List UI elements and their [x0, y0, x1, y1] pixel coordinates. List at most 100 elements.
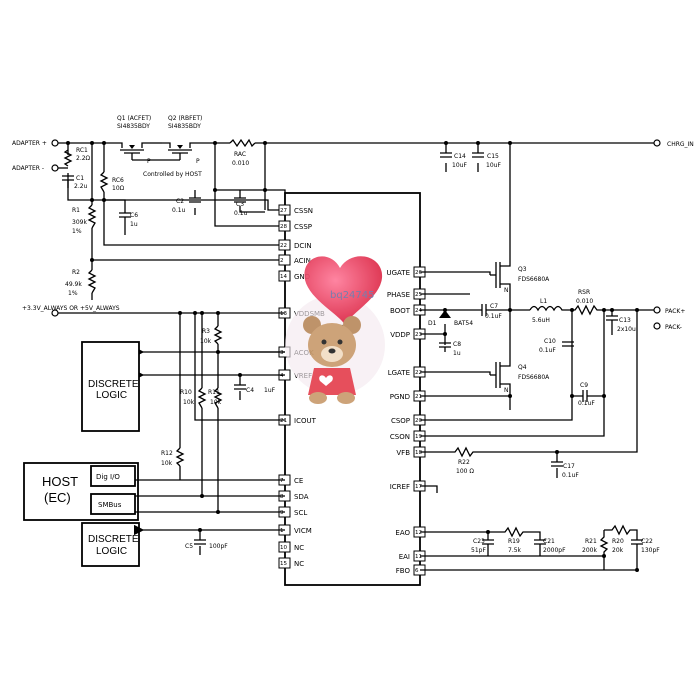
- discrete-logic-bottom-line1: DISCRETE: [88, 534, 139, 545]
- power-stage: Q3 FDS6680A N D1 BAT54 C7 0.1uF C8 1u L1…: [420, 258, 685, 571]
- c21-value: 2000pF: [543, 547, 566, 554]
- pin-name: ICREF: [390, 483, 410, 491]
- pin-number: 24: [415, 308, 422, 314]
- pack-plus-label: PACK+: [665, 308, 685, 315]
- c14-value: 10uF: [452, 162, 467, 169]
- rsr-value: 0.010: [576, 298, 593, 305]
- c9-value: 0.1uF: [578, 400, 595, 407]
- discrete-logic-top-box: [81, 341, 140, 432]
- c1-value: 2.2u: [74, 183, 88, 190]
- c2-c3: C2 0.1u C3 0.1u: [172, 197, 248, 217]
- host-ec-block: HOST (EC) Dig I/O SMBus: [23, 462, 285, 521]
- ic-pin-gnd: 14 GND: [278, 270, 310, 282]
- host-line1: HOST: [42, 474, 78, 489]
- q3-name: Q3: [518, 266, 527, 273]
- pin-name: CSOP: [391, 417, 410, 425]
- r21-value: 200k: [582, 547, 597, 554]
- c5-value: 100pF: [209, 543, 228, 550]
- c4-value: 1uF: [264, 387, 276, 394]
- pin-name: VFB: [396, 449, 410, 457]
- discrete-logic-top-line2: LOGIC: [96, 390, 127, 401]
- r11-value: 10k: [210, 399, 222, 406]
- r2-label: R2: [72, 269, 80, 276]
- pin-number: 28: [280, 224, 287, 230]
- c15-label: C15: [487, 153, 499, 160]
- c23-label: C23: [473, 538, 485, 545]
- pin-number: 14: [280, 274, 287, 280]
- c13-label: C13: [619, 317, 631, 324]
- q2-name: Q2 (RBFET): [168, 115, 202, 122]
- c2-label: C2: [176, 198, 184, 205]
- pin-name: SCL: [294, 509, 307, 517]
- c7-value: 0.1uF: [485, 313, 502, 320]
- pin-name: BOOT: [390, 307, 411, 315]
- pin-number: 21: [415, 394, 422, 400]
- pin-name: EAI: [399, 553, 410, 561]
- pin-number: 6: [415, 568, 419, 574]
- c13-value: 2x10u: [617, 326, 636, 333]
- r22-label: R22: [458, 459, 470, 466]
- r11-label: R11: [208, 389, 220, 396]
- c5-label: C5: [185, 543, 193, 550]
- pin-name: CSON: [390, 433, 410, 441]
- dig-io-box: [90, 465, 136, 487]
- r3-label: R3: [202, 328, 210, 335]
- q4-n-label: N: [504, 387, 509, 394]
- c4-label: C4: [246, 387, 254, 394]
- c22-label: C22: [641, 538, 653, 545]
- rsr-label: RSR: [578, 289, 590, 296]
- chrg-in-label: CHRG_IN: [667, 141, 694, 148]
- pin-number: 22: [280, 243, 287, 249]
- c7-label: C7: [490, 303, 498, 310]
- adapter-plus-label: ADAPTER +: [12, 140, 47, 147]
- pin-name: FBO: [396, 567, 411, 575]
- rac-resistor: RAC 0.010: [229, 138, 256, 167]
- pin-number: 21: [280, 418, 287, 424]
- pin-name: ICOUT: [294, 417, 317, 425]
- discrete-logic-top-line1: DISCRETE: [88, 379, 139, 390]
- c21-label: C21: [543, 538, 555, 545]
- q4-name: Q4: [518, 364, 527, 371]
- adapter-plus-terminal: [51, 139, 59, 147]
- c22-value: 130pF: [641, 547, 660, 554]
- pin-name: ACIN: [294, 257, 311, 265]
- host-line2: (EC): [44, 490, 71, 505]
- rc6-value: 10Ω: [112, 185, 125, 192]
- pin-name: GND: [294, 273, 310, 281]
- r10-label: R10: [180, 389, 192, 396]
- c15-value: 10uF: [486, 162, 501, 169]
- adapter-minus-terminal: [51, 164, 59, 172]
- rc6-c6: RC6 10Ω C6 1u: [99, 171, 138, 228]
- pin-number: 4: [280, 373, 284, 379]
- pin-name: LGATE: [388, 369, 410, 377]
- r2-value: 49.9k: [65, 281, 82, 288]
- r12-value: 10k: [161, 460, 173, 467]
- pin-number: 26: [415, 270, 422, 276]
- pin-number: 25: [415, 292, 422, 298]
- chrg-in-terminal: [653, 139, 661, 147]
- pin-number: 7: [280, 478, 284, 484]
- c23-value: 51pF: [471, 547, 486, 554]
- watermark-chip-name: bq24745: [330, 290, 375, 301]
- d1-label: D1: [428, 320, 437, 327]
- pin-name: CSSN: [294, 207, 313, 215]
- discrete-logic-top: DISCRETE LOGIC: [81, 341, 140, 432]
- pin-number: 2: [280, 258, 284, 264]
- discrete-logic-bottom-box: [81, 522, 140, 567]
- teddy-bear-watermark-icon: bq24745: [285, 256, 385, 404]
- ic-pin-acin: 2 ACIN: [278, 254, 311, 266]
- smbus-label: SMBus: [98, 501, 122, 509]
- rc1-value: 2.2Ω: [76, 155, 91, 162]
- pin-number: 23: [415, 332, 422, 338]
- r2-tol: 1%: [68, 290, 78, 297]
- rc1-c1: RC1 2.2Ω C1 2.2u: [62, 147, 91, 190]
- r1-tol: 1%: [72, 228, 82, 235]
- pin-name: UGATE: [387, 269, 411, 277]
